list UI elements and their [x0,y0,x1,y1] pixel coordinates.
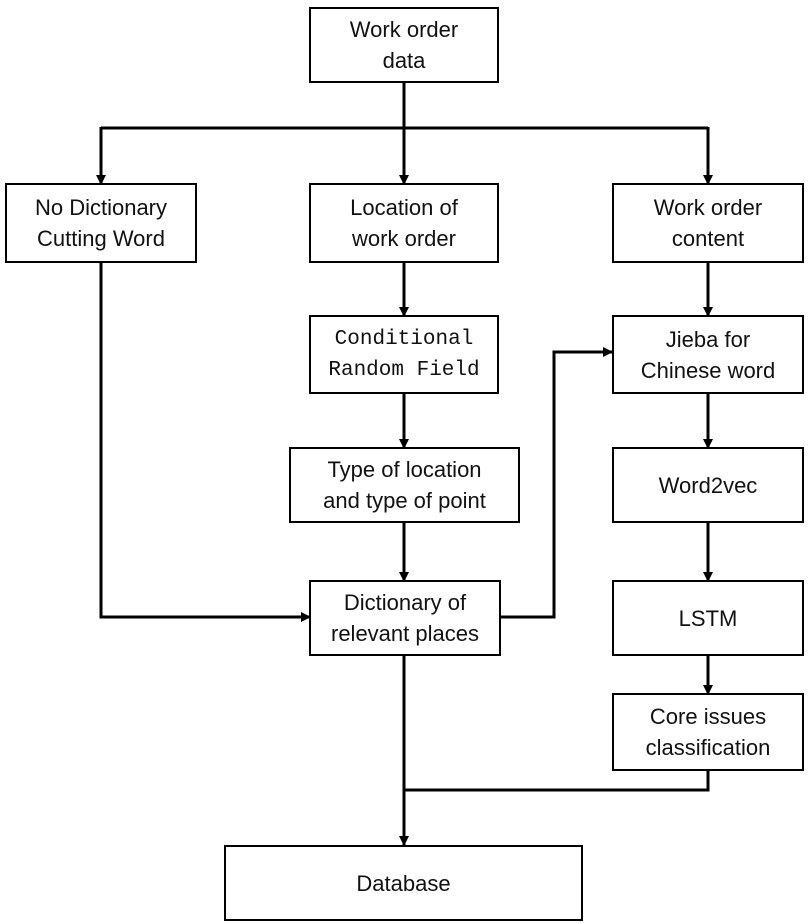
edge-dictionary-to-jieba [500,347,613,619]
type-location-line2: and type of point [323,488,486,513]
edge-core-issues-to-merge [404,770,710,792]
type-location-box: Type of location and type of point [289,447,520,523]
location-line1: Location of [350,195,458,220]
no-dictionary-line2: Cutting Word [37,226,165,251]
work-order-data-line2: data [382,48,426,73]
content-box: Work order content [612,183,804,263]
word2vec-box: Word2vec [612,447,804,523]
crf-line1: Conditional [334,327,474,351]
core-issues-box: Core issues classification [612,693,804,771]
work-order-data-box: Work order data [309,7,499,83]
dictionary-line1: Dictionary of [343,590,467,615]
dictionary-line2: relevant places [331,621,479,646]
lstm-box: LSTM [612,580,804,656]
content-line1: Work order [653,195,763,220]
word2vec-line1: Word2vec [658,472,758,498]
work-order-data-line1: Work order [349,17,459,42]
lstm-line1: LSTM [678,605,738,631]
location-line2: work order [352,226,456,251]
jieba-line1: Jieba for [665,326,751,352]
type-location-line1: Type of location [327,457,482,482]
no-dictionary-line1: No Dictionary [34,195,168,220]
database-box: Database [224,845,583,921]
jieba-line2: Chinese word [640,357,776,383]
database-line1: Database [356,870,451,896]
crf-line2: Random Field [328,358,480,382]
no-dictionary-box: No Dictionary Cutting Word [5,183,197,263]
core-issues-line2: classification [645,735,771,760]
edge-no-dictionary-to-dictionary [99,262,311,622]
dictionary-box: Dictionary of relevant places [309,580,501,656]
location-box: Location of work order [309,183,499,263]
content-line2: content [671,226,745,251]
jieba-box: Jieba for Chinese word [612,315,804,394]
core-issues-line1: Core issues [649,704,767,729]
crf-box: Conditional Random Field [309,315,499,394]
